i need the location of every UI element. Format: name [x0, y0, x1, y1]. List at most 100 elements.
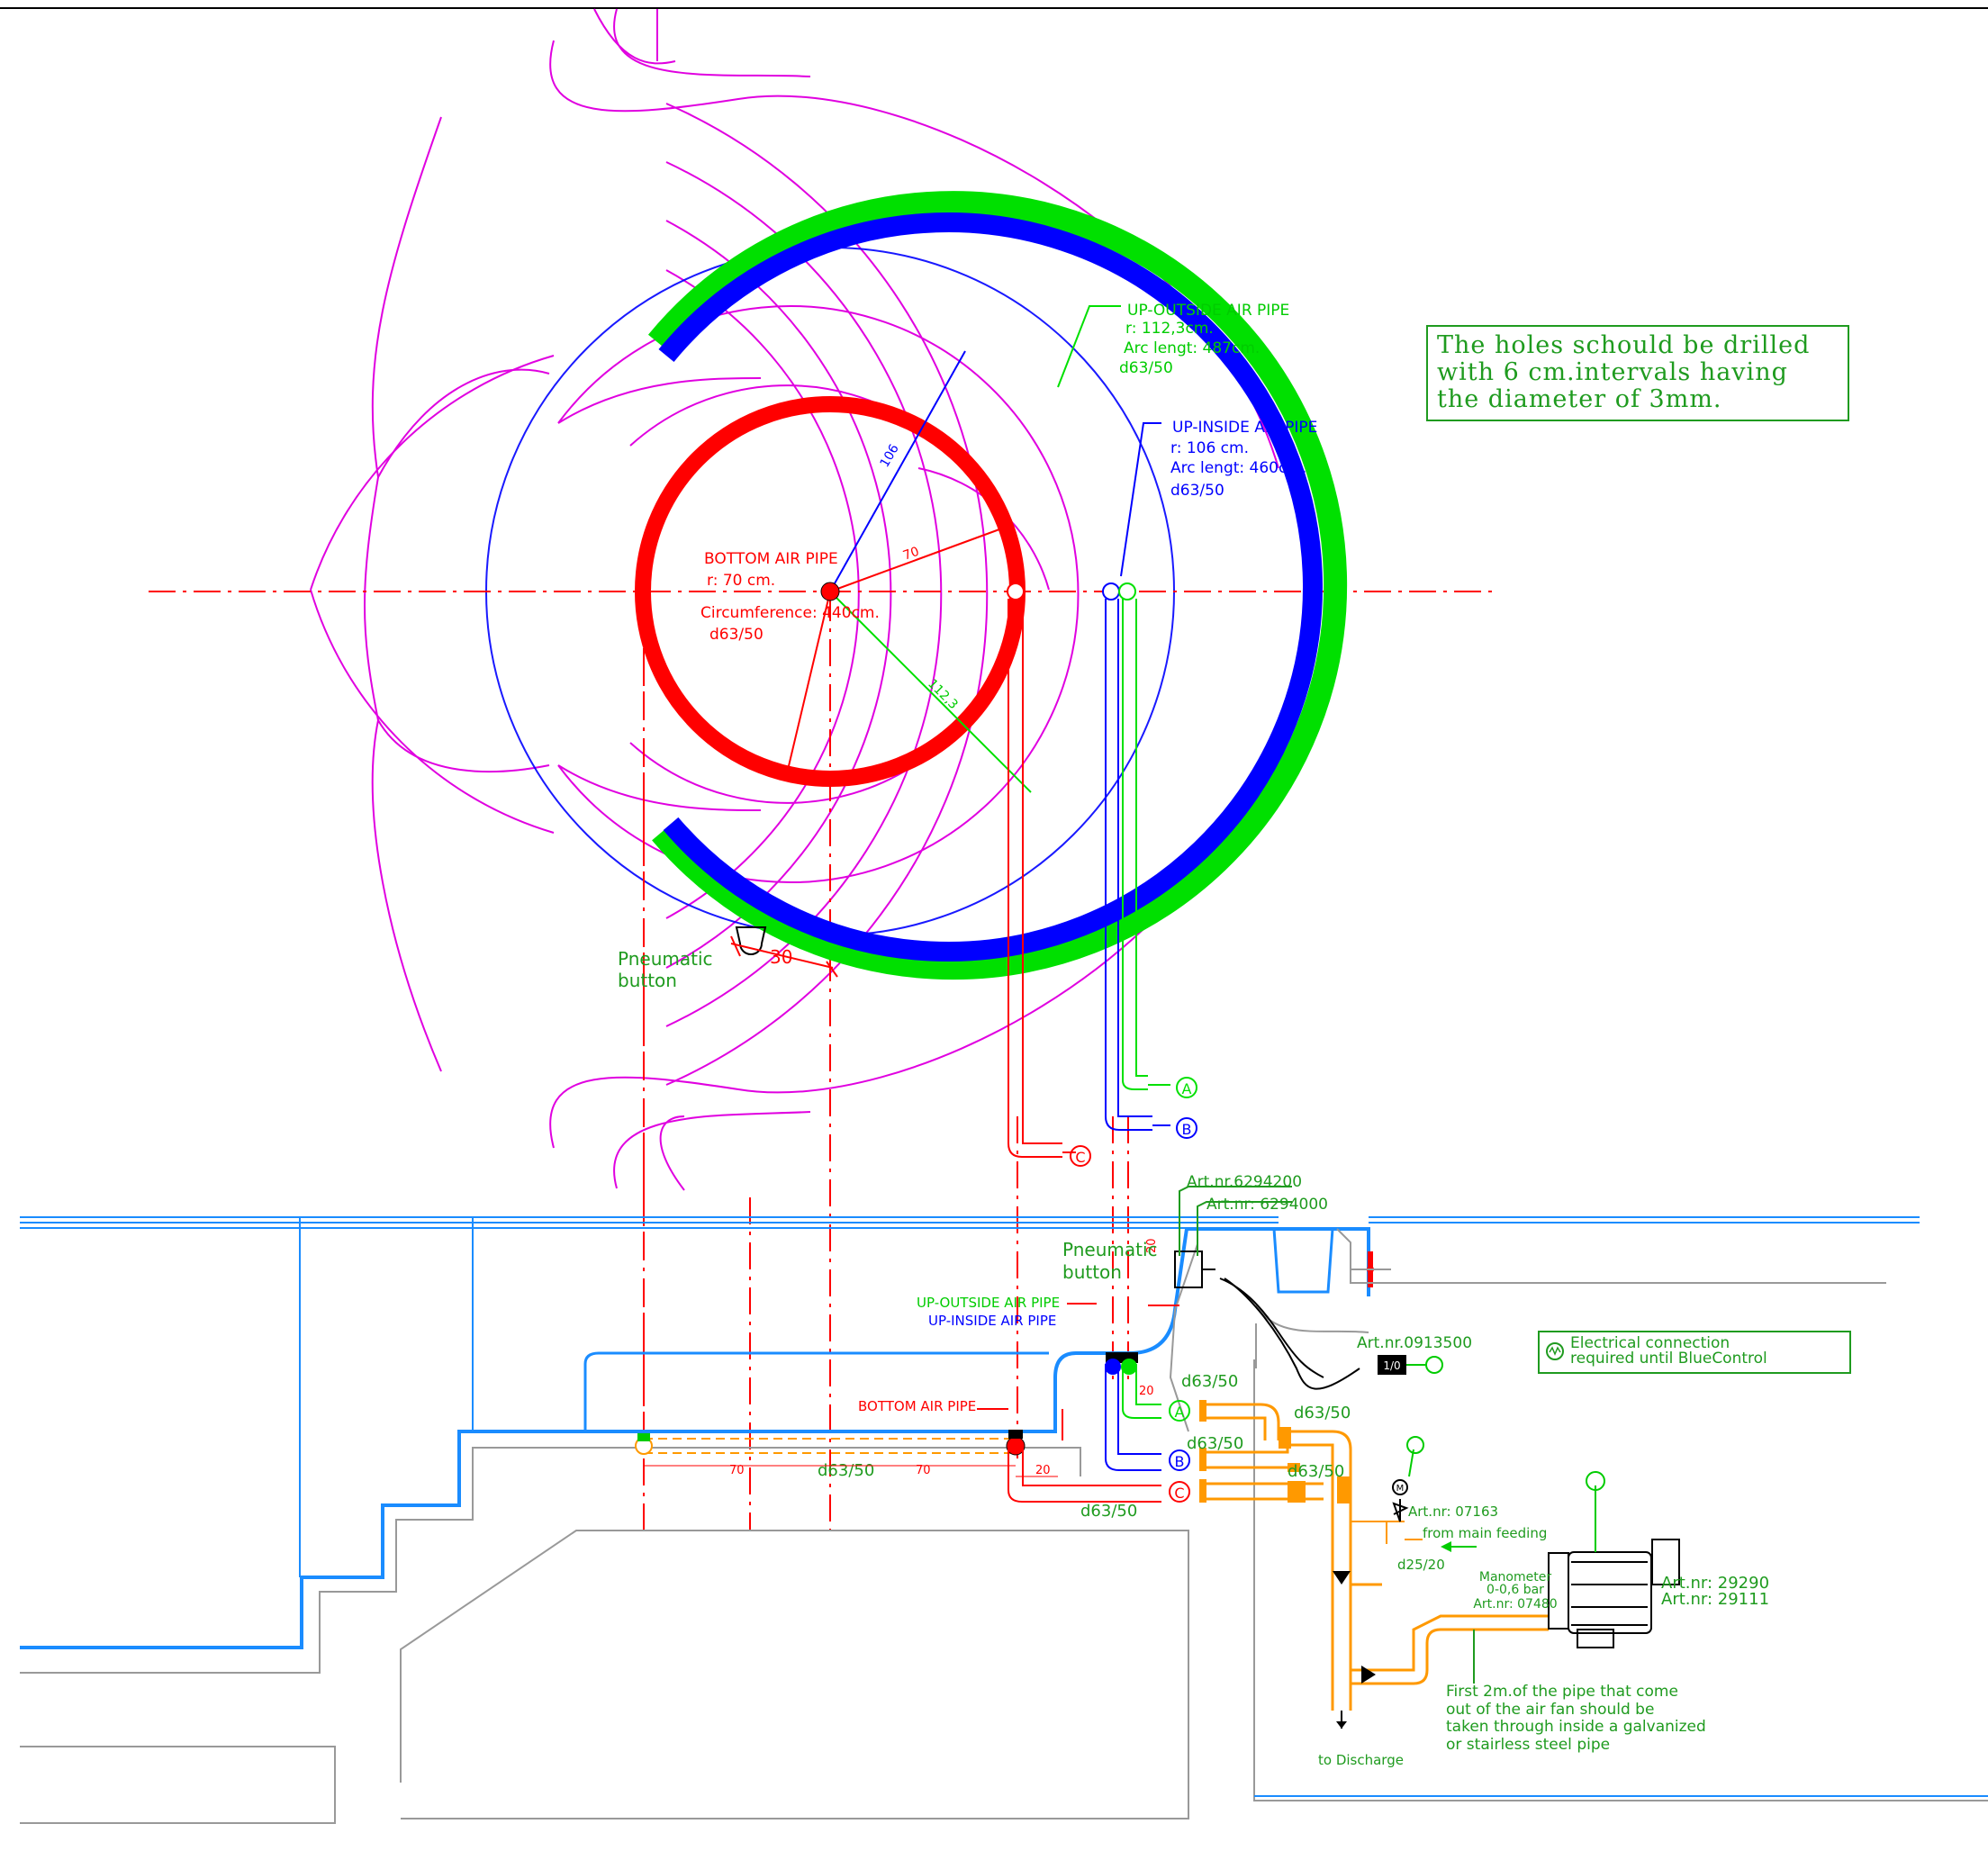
cable-to-switch	[1224, 1278, 1360, 1390]
svg-text:Arc lengt: 460cm.: Arc lengt: 460cm.	[1170, 459, 1306, 477]
radius-line-106	[829, 350, 966, 592]
gray-structure	[20, 1228, 1988, 1824]
pool-outline	[310, 8, 1279, 1191]
label-bottom-air-pipe: BOTTOM AIR PIPE r: 70 cm. Circumference:…	[700, 550, 880, 644]
svg-text:Art.nr: 29290: Art.nr: 29290	[1661, 1574, 1769, 1593]
leader-art-6294200	[1179, 1186, 1292, 1256]
plan-pipe-a-inner	[1135, 599, 1148, 1077]
drill-note-line-2: with 6 cm.intervals having	[1437, 358, 1788, 386]
plan-port-c: C	[1070, 1145, 1091, 1167]
label-dim-20-b: 20	[1035, 1464, 1051, 1477]
section-pipe-c	[1008, 1446, 1161, 1503]
svg-text:Art.nr: 07480: Art.nr: 07480	[1473, 1597, 1557, 1612]
svg-text:or stairless steel pipe: or stairless steel pipe	[1446, 1736, 1610, 1754]
plan-pipe-c-inner	[1022, 599, 1062, 1144]
dim-30-label: 30	[770, 946, 792, 968]
label-art-6294000: Art.nr: 6294000	[1206, 1196, 1328, 1214]
joint-blue	[1102, 582, 1120, 600]
label-fan-art: Art.nr: 29290 Art.nr: 29111	[1661, 1574, 1769, 1609]
pool-section-step	[583, 1351, 1049, 1431]
svg-text:Art.nr: 29111: Art.nr: 29111	[1661, 1590, 1769, 1609]
drill-note-line-3: the diameter of 3mm.	[1437, 385, 1722, 413]
svg-text:A: A	[1175, 1404, 1185, 1421]
label-dim-70-a: 70	[729, 1464, 745, 1477]
svg-text:out of the air fan should be: out of the air fan should be	[1446, 1701, 1654, 1719]
svg-text:C: C	[1174, 1485, 1184, 1502]
section-port-a: A	[1169, 1400, 1190, 1422]
svg-text:taken through inside a galvani: taken through inside a galvanized	[1446, 1718, 1706, 1736]
label-dim-20-a: 20	[1139, 1385, 1154, 1398]
svg-text:Circumference: 440cm.: Circumference: 440cm.	[700, 604, 880, 622]
electrical-note-box: Electrical connection required until Blu…	[1538, 1331, 1851, 1374]
label-art-6294200: Art.nr.6294200	[1187, 1173, 1302, 1191]
radius-line-70	[829, 528, 1000, 592]
svg-text:d63/50: d63/50	[1170, 482, 1224, 500]
label-dim-70-b: 70	[916, 1464, 931, 1477]
svg-text:r: 106 cm.: r: 106 cm.	[1170, 439, 1249, 457]
label-to-discharge: to Discharge	[1318, 1752, 1404, 1768]
svg-text:B: B	[1182, 1121, 1192, 1138]
label-d63-6: d63/50	[1080, 1502, 1137, 1521]
svg-text:Pneumatic: Pneumatic	[1062, 1239, 1158, 1260]
plan-pipe-b-inner	[1117, 599, 1152, 1117]
label-d25: d25/20	[1397, 1557, 1445, 1573]
label-section-pneumatic-button: Pneumatic button	[1062, 1239, 1158, 1283]
radius-line-112	[829, 591, 1032, 793]
section-pneumatic-button-icon	[1174, 1251, 1324, 1378]
radius-line-70b	[787, 591, 831, 771]
check-valve-1	[1333, 1571, 1351, 1585]
plan-pipe-c	[1008, 599, 1062, 1158]
svg-text:BOTTOM AIR PIPE: BOTTOM AIR PIPE	[704, 550, 838, 568]
svg-text:Arc lengt: 487cm.: Arc lengt: 487cm.	[1124, 339, 1260, 357]
drill-note-box: The holes schould be drilled with 6 cm.i…	[1426, 325, 1849, 421]
label-fan-note: First 2m.of the pipe that come out of th…	[1446, 1683, 1706, 1754]
electric-symbol-fan	[1586, 1471, 1605, 1491]
label-section-bottom: BOTTOM AIR PIPE	[858, 1398, 976, 1414]
label-d63-2: d63/50	[1294, 1404, 1351, 1422]
section-pipe-b	[1105, 1364, 1161, 1471]
plan-port-a: A	[1176, 1077, 1197, 1098]
label-from-main-feeding: from main feeding	[1423, 1525, 1547, 1541]
label-d63-4: d63/50	[1288, 1462, 1344, 1481]
leader-up-inside	[1120, 422, 1161, 577]
pool-section-wall	[20, 1227, 1370, 1649]
plan-port-b: B	[1176, 1117, 1197, 1139]
svg-text:r: 112,3cm.: r: 112,3cm.	[1125, 320, 1214, 338]
label-up-inside: UP-INSIDE AIR PIPE r: 106 cm. Arc lengt:…	[1170, 419, 1317, 500]
air-fan	[1548, 1539, 1680, 1648]
svg-text:d63/50: d63/50	[709, 626, 764, 644]
svg-text:Pneumatic: Pneumatic	[618, 948, 713, 970]
joint-red	[1007, 582, 1025, 600]
svg-text:Manometer: Manometer	[1479, 1570, 1551, 1585]
svg-text:r: 70 cm.: r: 70 cm.	[707, 572, 775, 590]
svg-text:UP-INSIDE AIR PIPE: UP-INSIDE AIR PIPE	[1172, 419, 1317, 437]
electrical-note-line-2: required until BlueControl	[1570, 1350, 1767, 1368]
up-outside-air-pipe-arc	[647, 191, 1348, 980]
label-d63-5: d63/50	[818, 1461, 874, 1480]
svg-text:UP-OUTSIDE AIR PIPE: UP-OUTSIDE AIR PIPE	[1127, 302, 1289, 320]
skimmer-box	[1272, 1228, 1334, 1294]
solenoid-valve	[1392, 1499, 1409, 1522]
electric-symbol-switch	[1425, 1356, 1443, 1374]
section-port-b: B	[1169, 1449, 1190, 1471]
orange-pipe-couplings	[1199, 1400, 1350, 1503]
main-feeding-line	[1351, 1521, 1423, 1540]
svg-text:1/0: 1/0	[1383, 1359, 1400, 1372]
label-plan-pneumatic-button: Pneumatic button	[618, 948, 713, 991]
svg-text:First 2m.of the pipe that come: First 2m.of the pipe that come	[1446, 1683, 1678, 1701]
leader-art-6294000	[1197, 1201, 1292, 1256]
joint-green	[1118, 582, 1136, 600]
svg-text:A: A	[1182, 1080, 1192, 1097]
electrical-note-line-1: Electrical connection	[1570, 1334, 1730, 1352]
dim-106-label: 106	[878, 442, 902, 470]
svg-text:C: C	[1075, 1149, 1085, 1166]
label-art-0913500: Art.nr.0913500	[1357, 1334, 1472, 1352]
centre-point	[820, 582, 840, 601]
section-port-c: C	[1169, 1481, 1190, 1503]
label-d63-1: d63/50	[1181, 1372, 1238, 1391]
dim-70-label: 70	[901, 545, 921, 564]
label-up-outside: UP-OUTSIDE AIR PIPE r: 112,3cm. Arc leng…	[1119, 302, 1289, 377]
svg-text:M: M	[1396, 1484, 1405, 1494]
label-section-up-outside: UP-OUTSIDE AIR PIPE	[917, 1295, 1060, 1311]
